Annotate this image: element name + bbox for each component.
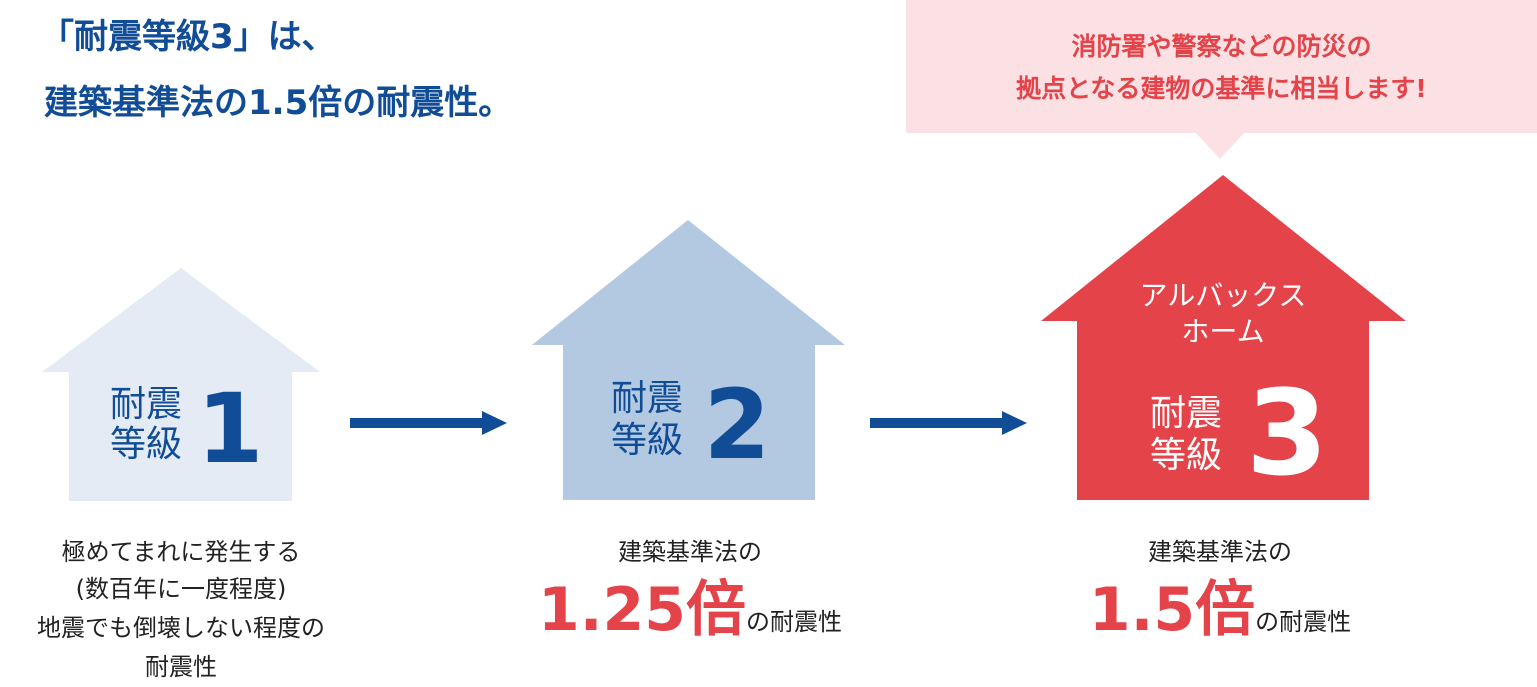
level-1-description-line-4: 耐震性: [145, 653, 217, 681]
headline-line-2: 建築基準法の1.5倍の耐震性。: [44, 83, 513, 123]
level-3-description: 建築基準法の 1.5倍の耐震性: [1030, 540, 1410, 660]
level-1-description-line-3: 地震でも倒壊しない程度の: [37, 614, 325, 642]
level-1-description-line-2: (数百年に一度程度): [75, 575, 287, 603]
house-level-1: [42, 268, 320, 501]
level-3-brand-line-2: ホーム: [1181, 315, 1264, 348]
level-3-multiplier: 1.5倍: [1088, 575, 1256, 645]
level-2-description: 建築基準法の 1.25倍の耐震性: [500, 540, 880, 660]
level-1-number: 1: [197, 373, 264, 485]
level-1-label-line-2: 等級: [110, 424, 182, 465]
house-level-3: [1041, 175, 1406, 500]
house-level-2: [532, 220, 845, 500]
level-1-label-line-1: 耐震: [110, 384, 182, 425]
level-2-description-prefix: 建築基準法の: [618, 538, 762, 566]
level-2-label-line-1: 耐震: [611, 378, 683, 419]
level-3-suffix: の耐震性: [1255, 608, 1352, 636]
callout-text-line-1: 消防署や警察などの防災の: [1071, 32, 1372, 61]
level-2-multiplier: 1.25倍: [537, 575, 747, 645]
level-3-brand-line-1: アルバックス: [1140, 279, 1307, 312]
level-2-suffix: の耐震性: [746, 608, 843, 636]
callout-text-line-2: 拠点となる建物の基準に相当します!: [1016, 74, 1427, 103]
right-arrow-icon: [350, 411, 507, 435]
callout-tail: [1196, 133, 1244, 159]
right-arrow-icon: [870, 411, 1027, 435]
level-3-description-prefix: 建築基準法の: [1148, 538, 1292, 566]
headline-line-1: 「耐震等級3」は、: [40, 17, 336, 57]
level-2-number: 2: [704, 369, 771, 481]
level-2-label-line-2: 等級: [611, 420, 683, 461]
level-3-number: 3: [1246, 364, 1328, 502]
level-3-label-line-1: 耐震: [1150, 393, 1222, 434]
level-1-description: 極めてまれに発生する (数百年に一度程度) 地震でも倒壊しない程度の 耐震性: [0, 540, 362, 687]
level-1-description-line-1: 極めてまれに発生する: [61, 538, 301, 566]
callout-bubble: [906, 0, 1537, 133]
level-3-label-line-2: 等級: [1150, 435, 1222, 476]
